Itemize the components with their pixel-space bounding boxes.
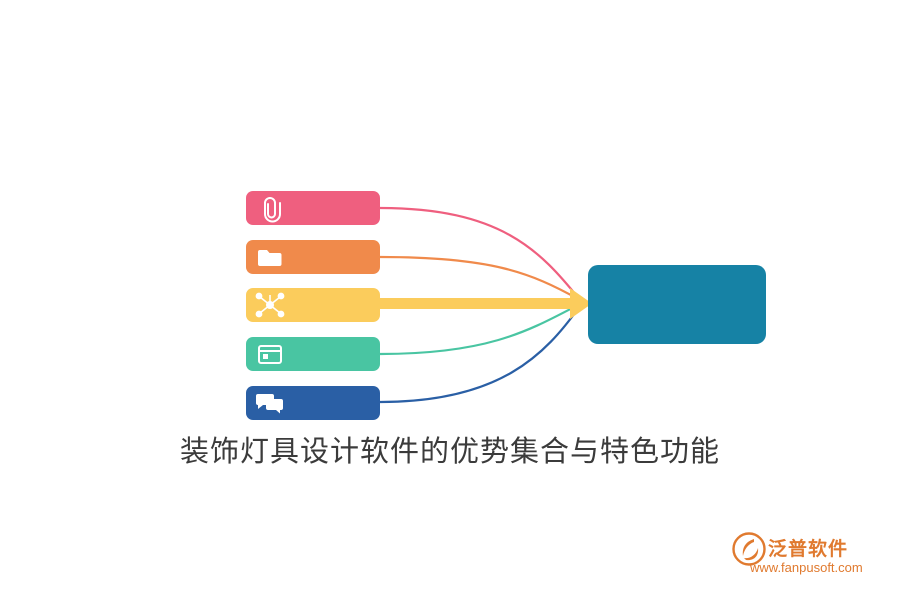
item-1[interactable] bbox=[246, 191, 380, 225]
connector-3 bbox=[378, 288, 592, 319]
browser-window-icon bbox=[258, 345, 282, 364]
connector-4 bbox=[379, 303, 581, 356]
item-5[interactable] bbox=[246, 386, 380, 420]
connector-group bbox=[379, 206, 581, 404]
network-nodes-icon bbox=[255, 292, 285, 318]
watermark-url: www.fanpusoft.com bbox=[750, 560, 863, 575]
connector-2 bbox=[379, 255, 581, 301]
watermark: 泛普软件 www.fanpusoft.com bbox=[732, 532, 882, 588]
connector-5 bbox=[379, 305, 581, 404]
connector-1 bbox=[379, 206, 581, 301]
item-2[interactable] bbox=[246, 240, 380, 274]
watermark-brand: 泛普软件 bbox=[768, 539, 849, 560]
hub-box[interactable] bbox=[588, 265, 766, 344]
chat-bubbles-icon bbox=[256, 394, 283, 414]
item-3[interactable] bbox=[246, 288, 380, 322]
item-4[interactable] bbox=[246, 337, 380, 371]
paperclip-icon bbox=[264, 197, 281, 223]
fanpu-logo-icon bbox=[732, 532, 766, 566]
page-title: 装饰灯具设计软件的优势集合与特色功能 bbox=[179, 436, 720, 468]
item-1-box[interactable] bbox=[246, 191, 380, 225]
folder-icon bbox=[258, 250, 282, 266]
